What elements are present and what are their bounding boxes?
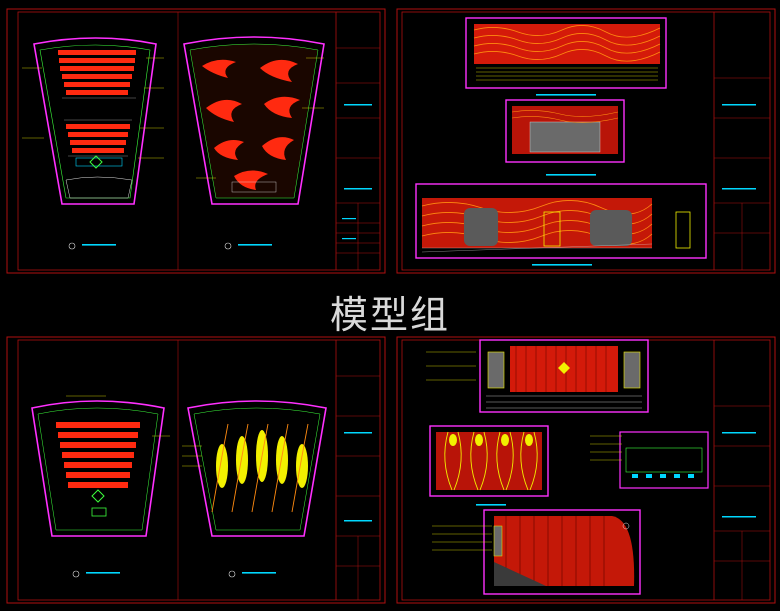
drawing-sheet-bottom-left (6, 336, 386, 604)
drawing-sheet-top-right (396, 8, 776, 274)
watermark-title: 模型组 (329, 293, 450, 337)
drawing-sheet-bottom-right (396, 336, 776, 604)
drawing-sheet-top-left (6, 8, 386, 274)
